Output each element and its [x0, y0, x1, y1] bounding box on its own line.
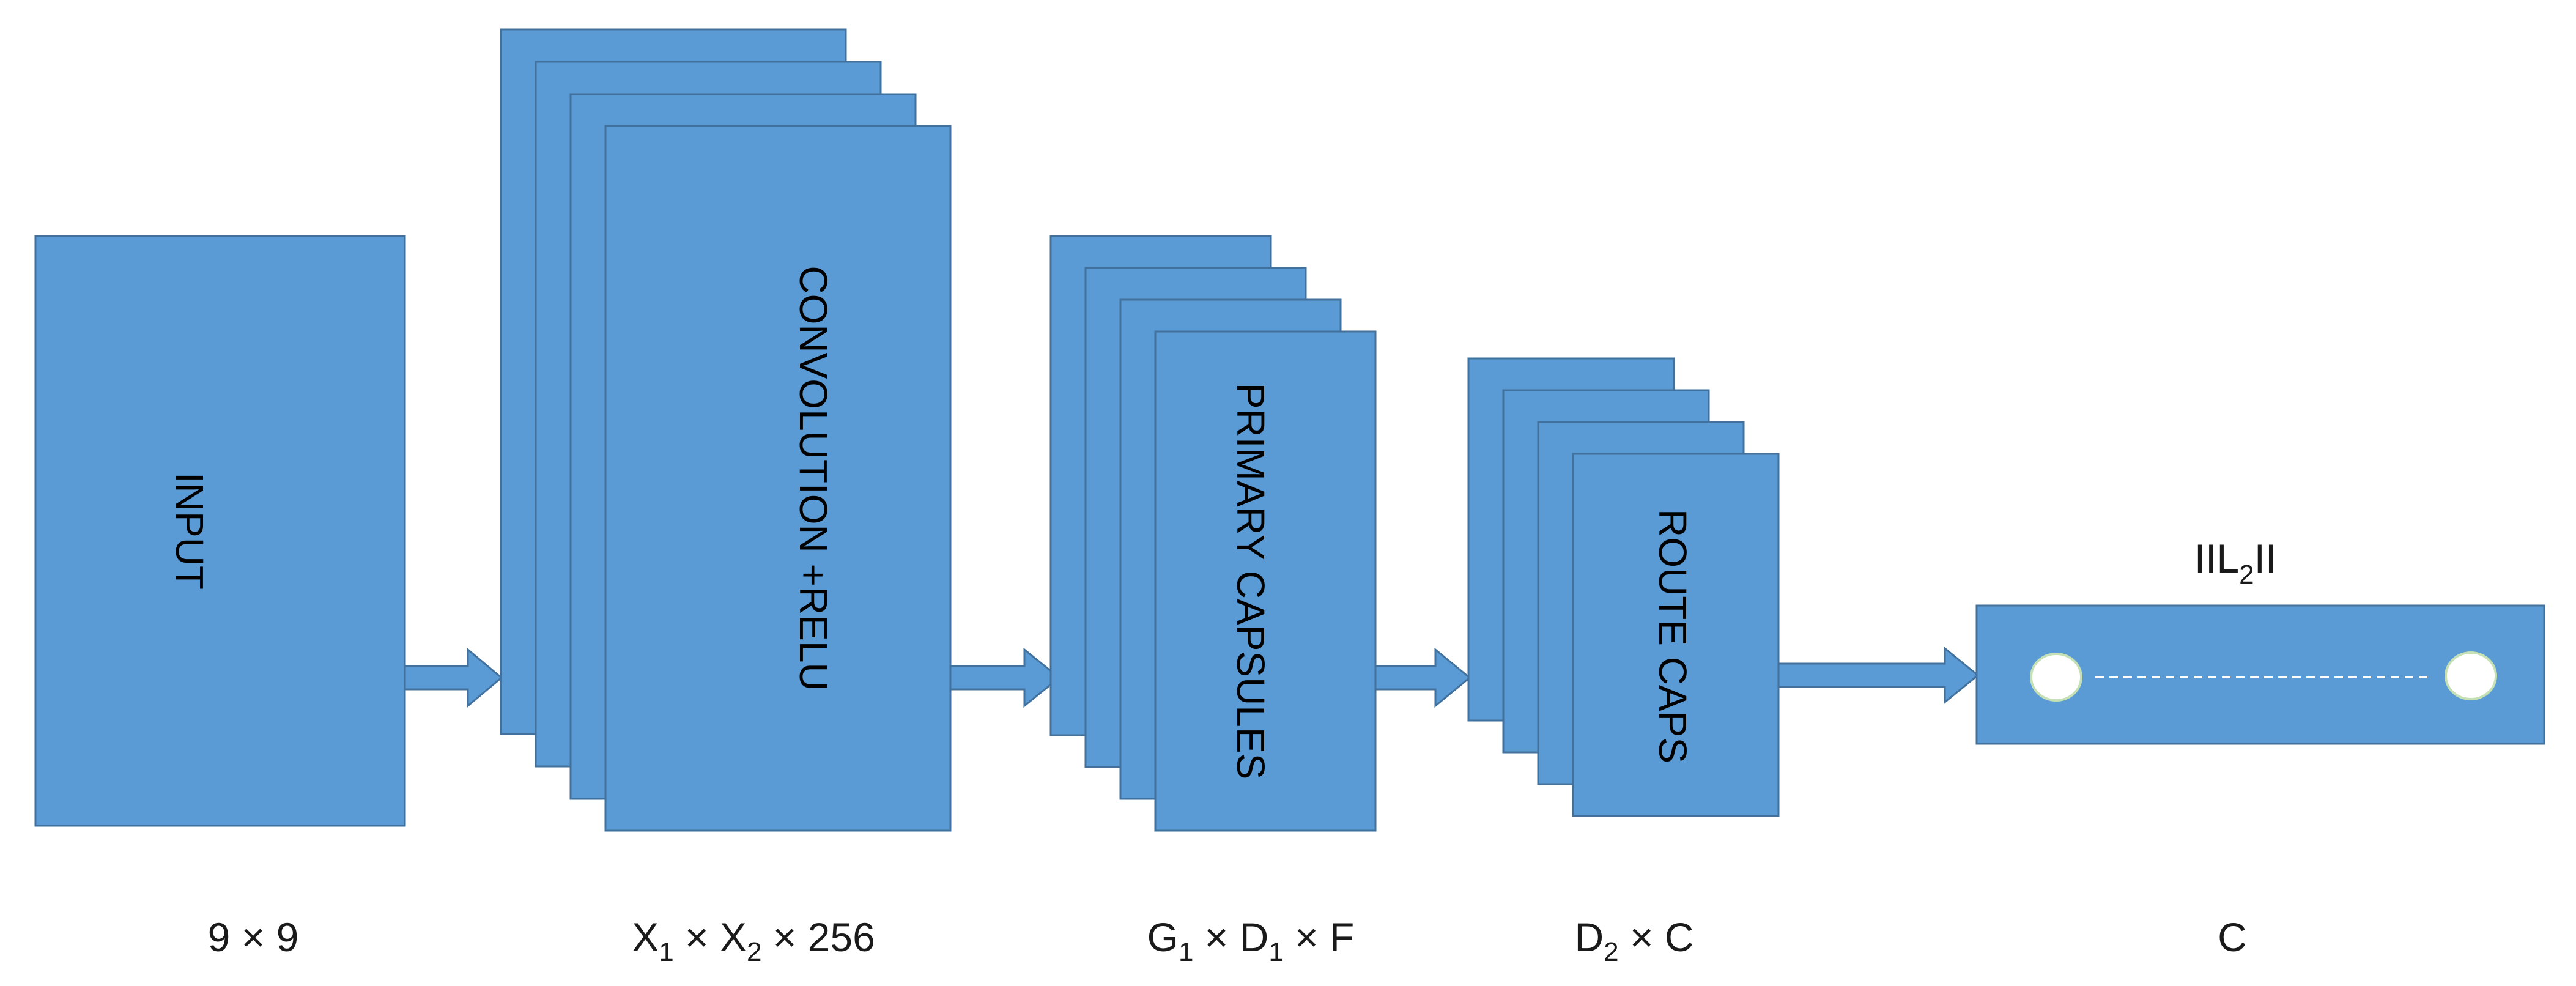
conv-layer-front — [604, 125, 952, 832]
output-node-last — [2445, 651, 2497, 700]
route-dim-label: D2 × C — [1574, 914, 1693, 967]
route-layer-front — [1572, 453, 1780, 817]
primary-layer-front — [1154, 330, 1377, 832]
route-label: ROUTE CAPS — [1651, 509, 1695, 763]
input-dim-label: 9 × 9 — [208, 914, 299, 960]
arrow-primary-to-route — [1374, 647, 1471, 708]
arrow-input-to-conv — [404, 647, 503, 708]
arrow-conv-to-primary — [949, 647, 1061, 708]
conv-label: CONVOLUTION +RELU — [791, 265, 835, 691]
primary-label: PRIMARY CAPSULES — [1229, 383, 1273, 780]
output-node-first — [2030, 653, 2082, 702]
input-block — [34, 235, 406, 827]
conv-dim-label: X1 × X2 × 256 — [632, 914, 875, 967]
arrow-route-to-output — [1777, 646, 1980, 705]
primary-dim-label: G1 × D1 × F — [1147, 914, 1355, 967]
output-norm-label: IIL2II — [2194, 536, 2277, 590]
input-label: INPUT — [168, 472, 212, 590]
output-dim-label: C — [2218, 914, 2247, 960]
